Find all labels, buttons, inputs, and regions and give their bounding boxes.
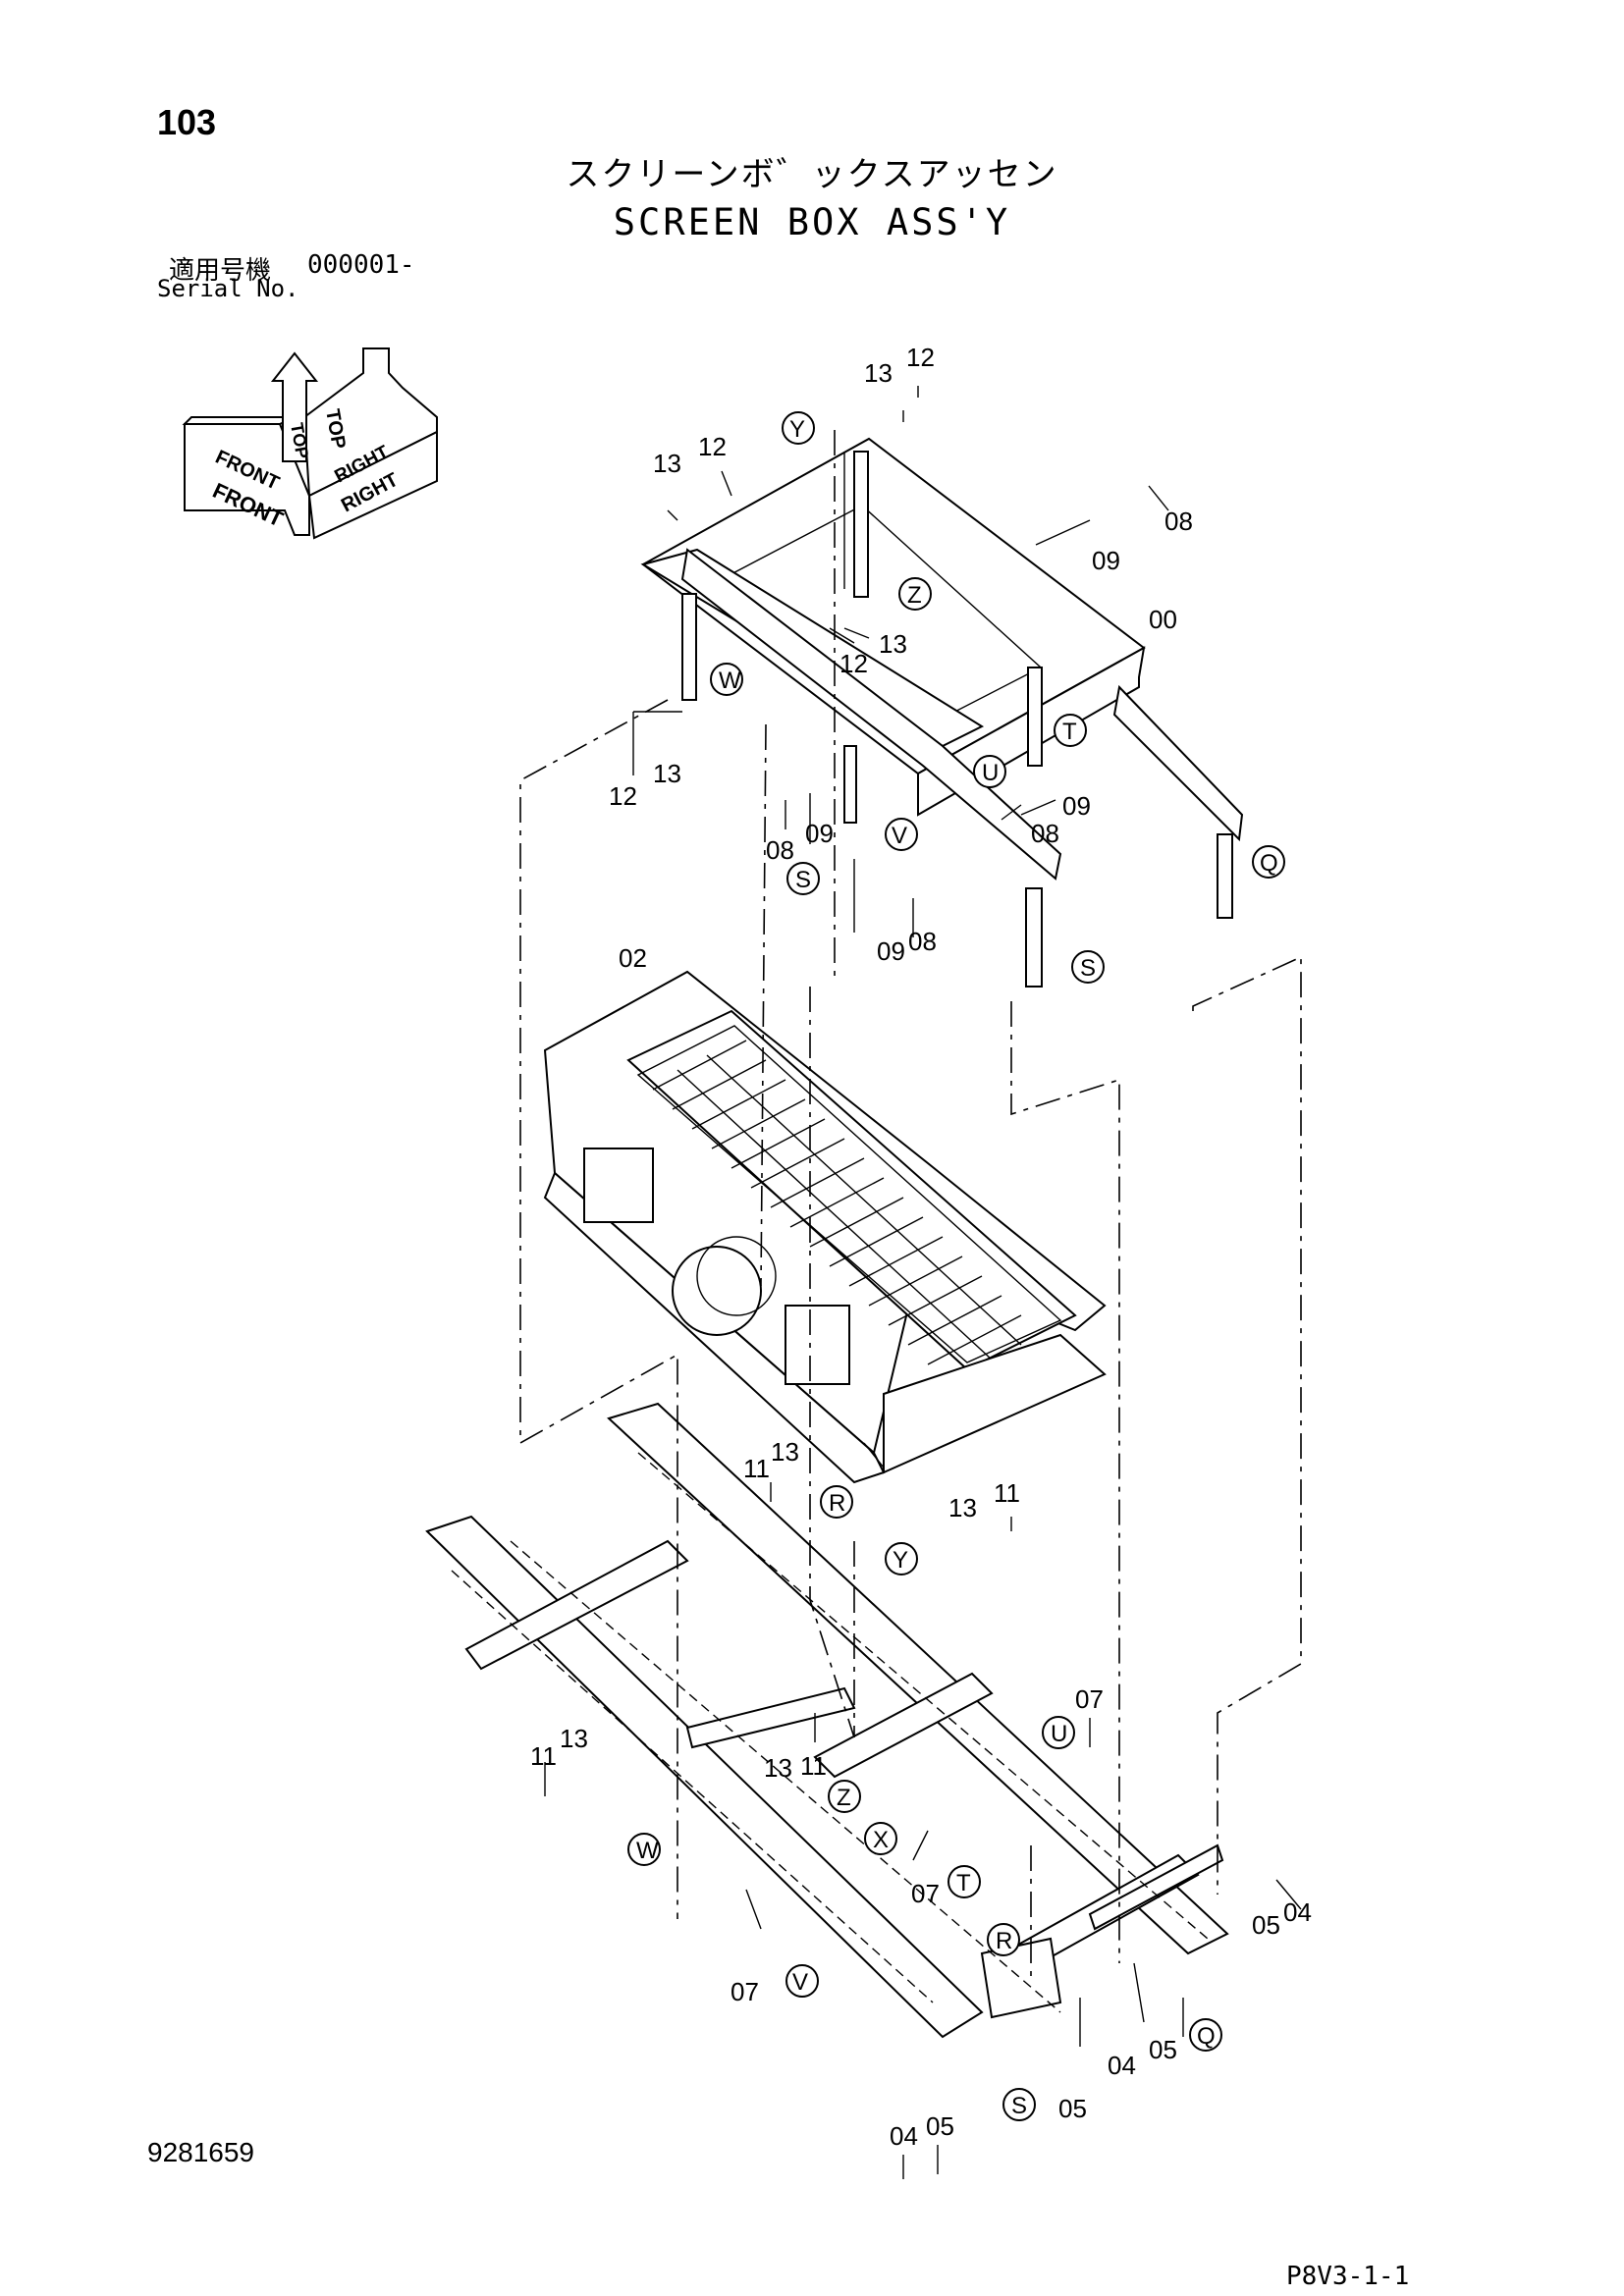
- serial-label-english: Serial No.: [157, 275, 299, 302]
- callout-09: 09: [1062, 791, 1091, 821]
- title-japanese: スクリーンボ゛ックスアッセン: [566, 156, 1058, 193]
- orientation-icon: FRONT FRONT TOP TOP RIGHT RIGHT: [182, 347, 438, 540]
- callout-13: 13: [653, 449, 681, 478]
- callout-07: 07: [1075, 1684, 1104, 1714]
- bubble-y: Y: [885, 1542, 918, 1575]
- callout-08: 08: [1164, 507, 1193, 536]
- page-reference: P8V3-1-1: [1286, 2262, 1410, 2291]
- svg-text:T: T: [956, 1870, 971, 1896]
- bubble-q: Q: [1252, 845, 1285, 879]
- svg-text:Y: Y: [789, 416, 805, 443]
- base-frame-assembly: [425, 1402, 1229, 2039]
- callout-05: 05: [1149, 2035, 1177, 2064]
- bubble-s: S: [1071, 950, 1105, 984]
- callout-08: 08: [1031, 819, 1059, 848]
- callout-07: 07: [731, 1977, 759, 2006]
- svg-text:W: W: [636, 1838, 659, 1864]
- callout-09: 09: [877, 936, 905, 966]
- bubble-t: T: [1054, 714, 1087, 747]
- callout-12: 12: [839, 649, 868, 678]
- callout-12: 12: [698, 432, 727, 461]
- callout-04: 04: [890, 2121, 918, 2151]
- bubble-u: U: [973, 755, 1006, 788]
- svg-text:V: V: [792, 1969, 808, 1996]
- leader-lines: [544, 386, 1302, 2179]
- callout-05: 05: [1058, 2094, 1087, 2123]
- callout-12: 12: [609, 781, 637, 811]
- bubble-r: R: [820, 1485, 853, 1519]
- svg-text:S: S: [1011, 2093, 1027, 2119]
- serial-label-japanese: 適用号機: [169, 255, 272, 285]
- callout-08: 08: [766, 835, 794, 865]
- document-number: 9281659: [147, 2137, 255, 2167]
- callout-12: 12: [906, 343, 935, 372]
- svg-text:U: U: [1051, 1721, 1067, 1747]
- svg-text:Q: Q: [1197, 2023, 1216, 2050]
- callout-04: 04: [1283, 1897, 1312, 1927]
- callout-13: 13: [879, 629, 907, 659]
- callout-13: 13: [864, 358, 893, 388]
- alignment-phantom-lines: [519, 430, 1302, 1978]
- page-number: 103: [157, 102, 217, 142]
- callout-05: 05: [1252, 1910, 1280, 1940]
- svg-text:U: U: [982, 760, 999, 786]
- serial-value: 000001-: [307, 250, 415, 280]
- callout-07: 07: [911, 1879, 940, 1908]
- bubble-x: W: [627, 1833, 661, 1866]
- bubble-s: S: [1002, 2088, 1036, 2121]
- svg-text:S: S: [1080, 955, 1096, 982]
- title-english: SCREEN BOX ASS'Y: [613, 201, 1011, 243]
- svg-text:T: T: [1062, 719, 1077, 745]
- svg-text:X: X: [873, 1827, 889, 1853]
- bubble-z: Z: [898, 577, 932, 611]
- bubble-w: V: [885, 818, 918, 851]
- callout-04: 04: [1108, 2051, 1136, 2080]
- bubble-z: Z: [828, 1780, 861, 1813]
- svg-text:Y: Y: [893, 1547, 908, 1574]
- svg-text:Q: Q: [1260, 850, 1278, 877]
- callout-11: 11: [800, 1751, 827, 1781]
- callout-05: 05: [926, 2111, 954, 2141]
- bubble-v: X: [864, 1822, 897, 1855]
- callout-13: 13: [764, 1753, 792, 1783]
- bubble-w: V: [785, 1964, 819, 1998]
- callout-08: 08: [908, 927, 937, 956]
- bubble-t: T: [947, 1865, 981, 1898]
- callout-11: 11: [530, 1741, 557, 1771]
- bubble-u: U: [1042, 1716, 1075, 1749]
- screen-box-assembly: [543, 970, 1107, 1484]
- svg-text:W: W: [719, 667, 741, 694]
- callout-13: 13: [653, 759, 681, 788]
- svg-text:S: S: [795, 867, 811, 893]
- svg-text:R: R: [829, 1490, 845, 1517]
- callout-13: 13: [560, 1724, 588, 1753]
- top-frame-assembly: [640, 437, 1244, 988]
- callout-09: 09: [1092, 546, 1120, 575]
- callout-00: 00: [1149, 605, 1177, 634]
- bubble-r: R: [987, 1923, 1020, 1956]
- svg-text:R: R: [996, 1928, 1012, 1954]
- bubble-x: W: [710, 663, 743, 696]
- svg-text:Z: Z: [907, 582, 922, 609]
- svg-text:V: V: [892, 823, 907, 849]
- callout-11: 11: [994, 1478, 1020, 1508]
- part-callouts: 13 12 13 12 08 09 00 13 12 13 12 09 08 0…: [530, 343, 1312, 2151]
- bubble-v: S: [786, 862, 820, 895]
- bubble-y: Y: [782, 411, 815, 445]
- callout-11: 11: [743, 1454, 770, 1483]
- bubble-q: Q: [1189, 2018, 1222, 2052]
- callout-02: 02: [619, 943, 647, 973]
- connection-bubbles: Y Z W T U V S Q S R Y U Z X W T V R Q S: [627, 411, 1285, 2121]
- callout-13: 13: [771, 1437, 799, 1467]
- callout-13: 13: [948, 1493, 977, 1522]
- svg-text:Z: Z: [837, 1785, 851, 1811]
- callout-09: 09: [805, 819, 834, 848]
